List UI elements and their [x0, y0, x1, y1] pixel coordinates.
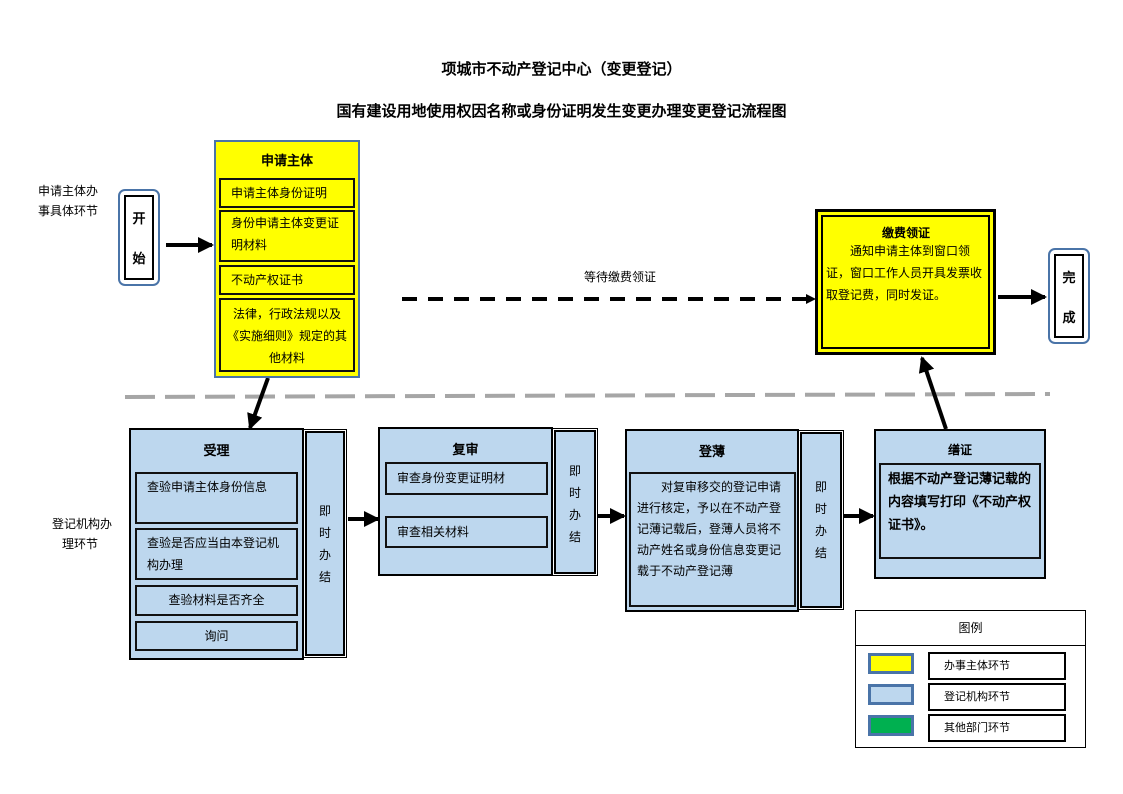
step-title: 登薄 — [698, 445, 725, 460]
step-accept-side: 即 时 办 结 — [303, 429, 347, 658]
lane-label-line: 登记机构办 — [52, 517, 113, 531]
side-char: 即 — [568, 464, 581, 478]
fee-box-content: 缴费领证 通知申请主体到窗口领证，窗口工作人员开具发票收取登记费，同时发证。 — [826, 222, 986, 306]
step-review-side: 即 时 办 结 — [552, 428, 598, 576]
side-char: 结 — [814, 546, 827, 560]
step-item: 查验材料是否齐全 — [135, 585, 298, 616]
arrow-applicant-to-accept — [247, 377, 270, 430]
side-char: 办 — [814, 524, 827, 538]
lane-label-line: 理环节 — [62, 537, 99, 551]
legend-entry — [868, 653, 914, 674]
legend-title: 图例 — [856, 611, 1085, 646]
lane-label-applicant: 申请主体办 事具体环节 — [38, 181, 98, 221]
start-node: 开 始 — [118, 189, 160, 286]
legend-swatch-agency — [868, 684, 914, 705]
side-char: 结 — [318, 569, 331, 584]
step-review: 复审 审查身份变更证明材 审查相关材料 — [378, 427, 553, 576]
step-item: 查验是否应当由本登记机构办理 — [135, 528, 298, 580]
start-char: 开 — [132, 211, 146, 227]
arrow-certificate-to-fee — [918, 356, 948, 430]
step-register-side: 即 时 办 结 — [798, 430, 844, 610]
legend: 图例 办事主体环节 登记机构环节 其他部门环节 — [855, 610, 1086, 748]
step-title: 复审 — [452, 443, 479, 458]
lane-label-agency: 登记机构办 理环节 — [52, 514, 112, 554]
step-item: 查验申请主体身份信息 — [135, 472, 298, 524]
lane-label-line: 申请主体办 — [38, 184, 99, 198]
side-char: 结 — [568, 530, 581, 544]
diagram-subtitle: 国有建设用地使用权因名称或身份证明发生变更办理变更登记流程图 — [336, 102, 787, 120]
legend-label: 其他部门环节 — [928, 714, 1066, 742]
applicant-item: 申请主体身份证明 — [219, 178, 355, 208]
applicant-item: 法律，行政法规以及《实施细则》规定的其他材料 — [219, 298, 355, 372]
fee-box-title: 缴费领证 — [881, 226, 930, 240]
legend-swatch-other — [868, 715, 914, 736]
step-title: 缮证 — [947, 443, 972, 457]
fee-box: 缴费领证 通知申请主体到窗口领证，窗口工作人员开具发票收取登记费，同时发证。 — [815, 209, 996, 355]
applicant-item: 身份申请主体变更证明材料 — [219, 210, 355, 262]
side-char: 时 — [568, 486, 581, 500]
start-char: 始 — [132, 252, 146, 268]
applicant-box-title: 申请主体 — [260, 154, 313, 169]
legend-entry — [868, 684, 914, 705]
side-char: 办 — [318, 547, 331, 562]
step-item: 对复审移交的登记申请进行核定，予以在不动产登记薄记载后，登薄人员将不动产姓名或身… — [629, 472, 796, 607]
legend-label: 办事主体环节 — [928, 652, 1066, 680]
fee-box-text: 通知申请主体到窗口领证，窗口工作人员开具发票收取登记费，同时发证。 — [826, 244, 983, 302]
side-char: 时 — [814, 502, 827, 516]
step-item: 审查身份变更证明材 — [385, 462, 548, 495]
end-node: 完 成 — [1048, 248, 1090, 344]
side-char: 即 — [318, 503, 331, 518]
legend-label: 登记机构环节 — [928, 683, 1066, 711]
step-item: 审查相关材料 — [385, 516, 548, 548]
step-item: 根据不动产登记薄记载的内容填写打印《不动产权证书》。 — [879, 463, 1041, 559]
lane-divider — [124, 392, 1051, 399]
wait-fee-label: 等待缴费领证 — [584, 270, 657, 284]
side-char: 办 — [568, 508, 581, 522]
diagram-title: 项城市不动产登记中心（变更登记） — [441, 60, 682, 78]
applicant-item: 不动产权证书 — [219, 265, 355, 295]
legend-entry — [868, 715, 914, 736]
legend-swatch-applicant — [868, 653, 914, 674]
end-char: 成 — [1062, 310, 1076, 326]
step-title: 受理 — [203, 444, 230, 459]
lane-label-line: 事具体环节 — [38, 204, 99, 218]
step-register: 登薄 对复审移交的登记申请进行核定，予以在不动产登记薄记载后，登薄人员将不动产姓… — [625, 429, 799, 612]
step-certificate: 缮证 根据不动产登记薄记载的内容填写打印《不动产权证书》。 — [874, 429, 1046, 579]
side-char: 时 — [318, 525, 331, 540]
applicant-box: 申请主体 申请主体身份证明 身份申请主体变更证明材料 不动产权证书 法律，行政法… — [214, 140, 360, 378]
end-char: 完 — [1062, 270, 1076, 286]
step-accept: 受理 查验申请主体身份信息 查验是否应当由本登记机构办理 查验材料是否齐全 询问 — [129, 428, 304, 660]
side-char: 即 — [814, 480, 827, 494]
step-item: 询问 — [135, 621, 298, 651]
